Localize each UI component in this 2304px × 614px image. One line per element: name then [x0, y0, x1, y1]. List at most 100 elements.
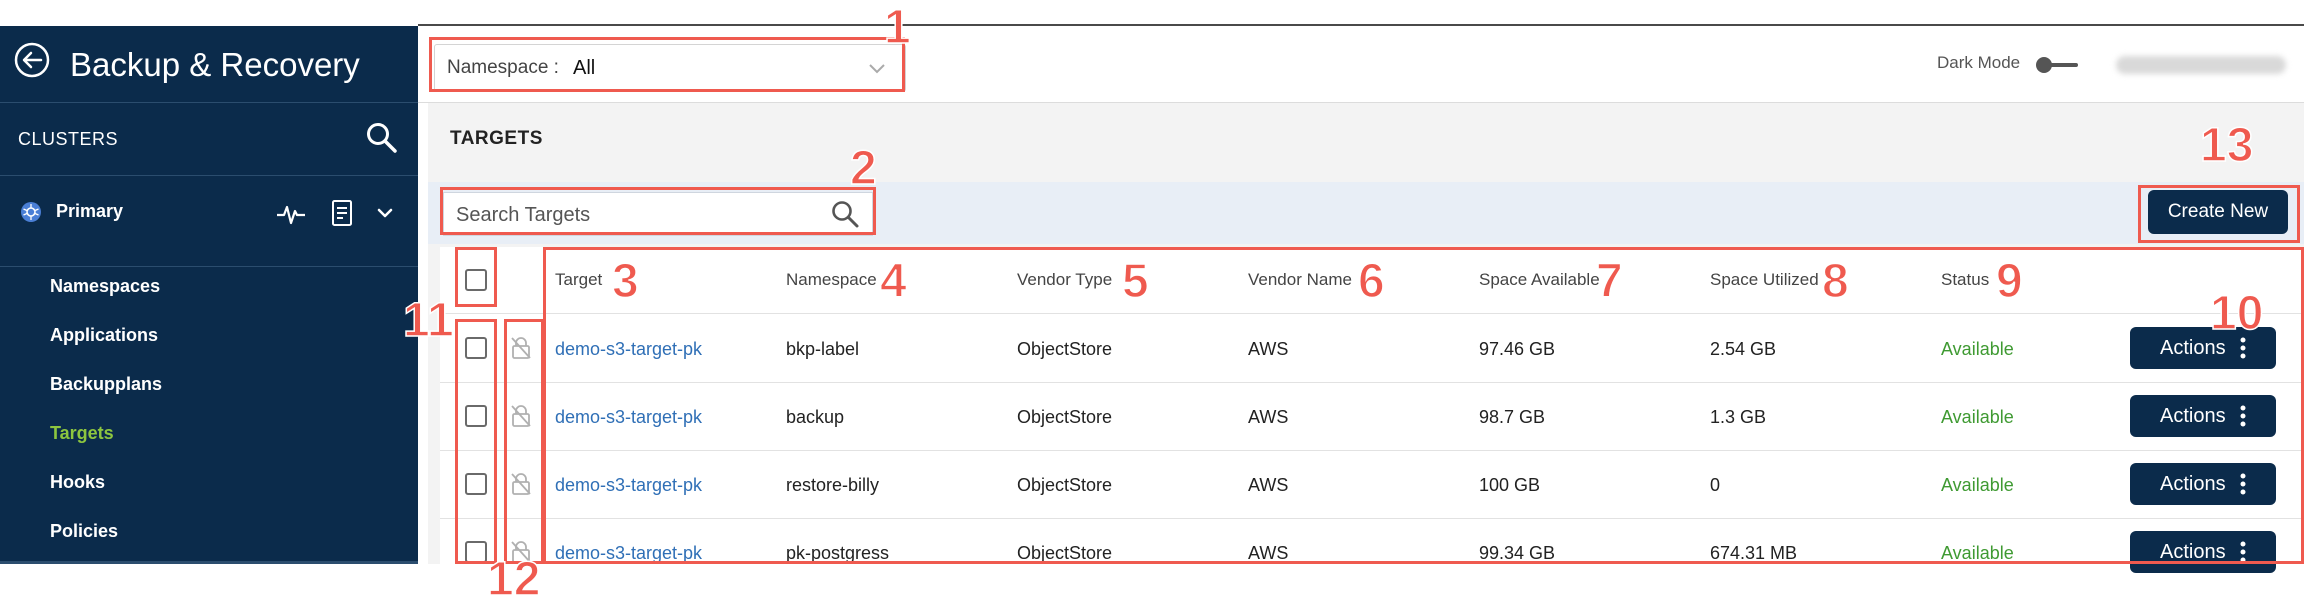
vendor-name-cell: AWS	[1248, 407, 1289, 427]
space-available-cell: 100 GB	[1479, 475, 1541, 495]
column-header-namespace[interactable]: Namespace	[786, 270, 877, 289]
select-all-checkbox[interactable]	[465, 269, 487, 291]
sidebar-item-policies[interactable]: Policies	[50, 521, 119, 541]
vendor-type-cell: ObjectStore	[1017, 407, 1113, 427]
annotation-number-10: 10	[2209, 287, 2264, 340]
search-input[interactable]	[454, 201, 818, 229]
lock-disabled-icon	[511, 473, 531, 495]
top-border	[418, 24, 2304, 26]
chevron-down-icon[interactable]	[376, 204, 394, 222]
row-divider	[440, 382, 2304, 383]
annotation-box-11	[455, 247, 497, 307]
vendor-name-cell: AWS	[1248, 543, 1289, 563]
target-link[interactable]: demo-s3-target-pk	[555, 339, 703, 359]
column-header-status[interactable]: Status	[1941, 270, 1990, 289]
actions-label: Actions	[2160, 473, 2226, 495]
create-new-button[interactable]: Create New	[2148, 190, 2288, 234]
annotation-number-12: 12	[486, 553, 541, 606]
lock-disabled-icon	[511, 405, 531, 427]
sidebar-item-targets[interactable]: Targets	[50, 423, 114, 443]
status-cell: Available	[1941, 543, 2014, 563]
space-available-cell: 98.7 GB	[1479, 407, 1546, 427]
search-icon[interactable]	[830, 199, 860, 229]
clusters-header: CLUSTERS	[0, 103, 418, 176]
column-header-vendor-name[interactable]: Vendor Name	[1248, 270, 1352, 289]
lock-disabled-icon	[511, 337, 531, 359]
sidebar-item-applications[interactable]: Applications	[50, 325, 159, 345]
annotation-number-9: 9	[1995, 255, 2023, 308]
namespace-cell: bkp-label	[786, 339, 860, 359]
more-vertical-icon	[2240, 473, 2246, 495]
status-cell: Available	[1941, 407, 2014, 427]
app-title: Backup & Recovery	[70, 46, 360, 83]
targets-table	[440, 247, 2304, 564]
annotation-number-13: 13	[2199, 119, 2254, 172]
namespace-value: All	[573, 57, 596, 79]
target-link[interactable]: demo-s3-target-pk	[555, 475, 703, 495]
row-checkbox[interactable]	[465, 473, 487, 495]
actions-label: Actions	[2160, 405, 2226, 427]
namespace-cell: backup	[786, 407, 845, 427]
annotation-number-6: 6	[1357, 255, 1385, 308]
sidebar-item-namespaces[interactable]: Namespaces	[50, 276, 161, 296]
cluster-item-primary[interactable]: Primary	[0, 176, 418, 267]
actions-button[interactable]: Actions	[2130, 531, 2276, 573]
sidebar-item-backupplans[interactable]: Backupplans	[50, 374, 163, 394]
space-available-cell: 97.46 GB	[1479, 339, 1556, 359]
column-header-space-utilized[interactable]: Space Utilized	[1710, 270, 1819, 289]
annotation-number-5: 5	[1121, 255, 1149, 308]
column-header-vendor-type[interactable]: Vendor Type	[1017, 270, 1113, 289]
space-utilized-cell: 674.31 MB	[1710, 543, 1798, 563]
annotation-box-1	[429, 37, 905, 92]
search-box[interactable]	[443, 192, 873, 236]
clusters-label: CLUSTERS	[18, 129, 119, 149]
sidebar: Backup & Recovery CLUSTERS Primary Names…	[0, 26, 418, 564]
target-link[interactable]: demo-s3-target-pk	[555, 543, 703, 563]
more-vertical-icon	[2240, 337, 2246, 359]
space-utilized-cell: 0	[1710, 475, 1721, 495]
annotation-box-2	[440, 187, 876, 235]
dark-mode-toggle[interactable]	[2034, 56, 2080, 74]
kubernetes-icon	[21, 202, 41, 222]
pulse-icon[interactable]	[276, 201, 306, 227]
row-divider	[440, 518, 2304, 519]
annotation-number-3: 3	[611, 255, 639, 308]
annotation-box-13	[2138, 185, 2300, 243]
namespace-select[interactable]: Namespace : All	[434, 44, 906, 92]
annotation-number-11: 11	[402, 294, 454, 347]
row-checkbox[interactable]	[465, 337, 487, 359]
column-header-target[interactable]: Target	[555, 270, 603, 289]
document-icon[interactable]	[330, 199, 354, 227]
actions-button[interactable]: Actions	[2130, 395, 2276, 437]
user-email-blurred[interactable]	[2116, 56, 2286, 74]
annotation-box-12	[504, 319, 544, 564]
annotation-number-4: 4	[879, 255, 907, 308]
annotation-number-7: 7	[1595, 255, 1623, 308]
actions-button[interactable]: Actions	[2130, 327, 2276, 369]
annotation-number-2: 2	[849, 142, 877, 195]
back-arrow-icon[interactable]	[14, 42, 50, 78]
sidebar-header: Backup & Recovery	[0, 26, 418, 103]
chevron-down-icon	[869, 64, 885, 74]
row-divider	[440, 313, 2304, 314]
sidebar-item-hooks[interactable]: Hooks	[50, 472, 106, 492]
vendor-name-cell: AWS	[1248, 475, 1289, 495]
annotation-number-8: 8	[1821, 255, 1849, 308]
vendor-type-cell: ObjectStore	[1017, 543, 1113, 563]
vendor-type-cell: ObjectStore	[1017, 475, 1113, 495]
namespace-cell: restore-billy	[786, 475, 880, 495]
more-vertical-icon	[2240, 405, 2246, 427]
cluster-name: Primary	[56, 201, 124, 221]
sidebar-divider	[0, 561, 418, 564]
target-link[interactable]: demo-s3-target-pk	[555, 407, 703, 427]
row-checkbox[interactable]	[465, 405, 487, 427]
column-header-space-available[interactable]: Space Available	[1479, 270, 1600, 289]
vendor-type-cell: ObjectStore	[1017, 339, 1113, 359]
actions-label: Actions	[2160, 541, 2226, 563]
actions-label: Actions	[2160, 337, 2226, 359]
page-title: TARGETS	[450, 128, 543, 149]
namespace-cell: pk-postgress	[786, 543, 890, 563]
actions-button[interactable]: Actions	[2130, 463, 2276, 505]
search-icon[interactable]	[365, 121, 399, 155]
vendor-name-cell: AWS	[1248, 339, 1289, 359]
